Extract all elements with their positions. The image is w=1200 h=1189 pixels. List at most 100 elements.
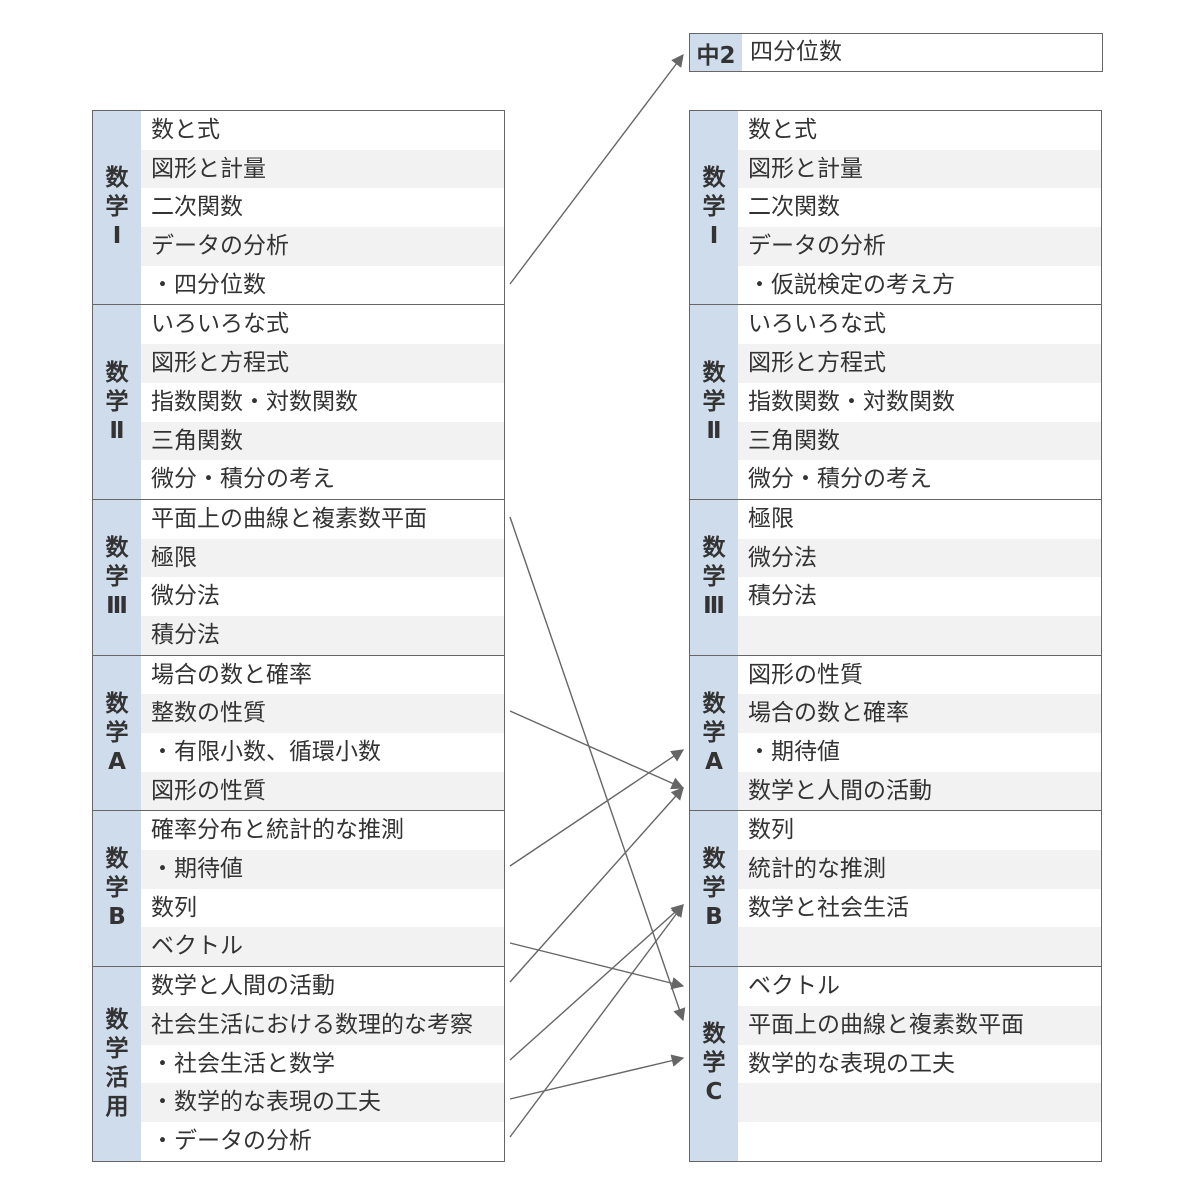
topic-row: 二次関数 bbox=[748, 194, 840, 221]
subject-label-char: 数 bbox=[702, 359, 726, 386]
subject-label-char: 数 bbox=[702, 1021, 726, 1048]
topic-row: 三角関数 bbox=[141, 421, 504, 461]
subject-label-char: 学 bbox=[105, 563, 129, 590]
topic-row: 数と式 bbox=[748, 117, 817, 143]
arrow-complex-plane-to-math-c bbox=[509, 516, 686, 1022]
topic-row: 整数の性質 bbox=[141, 694, 504, 733]
topic-row: 場合の数と確率 bbox=[151, 661, 312, 688]
grade-tag: 中2 bbox=[690, 34, 742, 71]
topic-row: 数学と人間の活動 bbox=[738, 771, 1101, 811]
subject-label-char: 活 bbox=[105, 1064, 129, 1091]
topic-row bbox=[738, 1083, 1101, 1122]
subject-label-char: 数 bbox=[105, 534, 129, 561]
topic-row: 統計的な推測 bbox=[738, 850, 1101, 889]
topic-row: ・期待値 bbox=[748, 739, 840, 765]
subject-label-char: Ⅲ bbox=[106, 592, 128, 619]
topic-row: 極限 bbox=[141, 538, 504, 578]
junior-high-box: 中2 四分位数 bbox=[689, 33, 1103, 72]
topic-row: 数学的な表現の工夫 bbox=[748, 1050, 955, 1077]
arrow-vector-to-math-c bbox=[509, 942, 685, 990]
quartile-topic: 四分位数 bbox=[750, 39, 842, 65]
topic-row: 数学と社会生活 bbox=[748, 894, 909, 921]
arrow-expression-to-math-c bbox=[509, 1054, 685, 1100]
subject-label-char: 学 bbox=[105, 388, 129, 415]
subject-label-char: 学 bbox=[702, 719, 726, 746]
subject-label-char: 数 bbox=[105, 1006, 129, 1033]
subject-label-char: 学 bbox=[105, 719, 129, 746]
subject-label-char: Ⅱ bbox=[109, 417, 125, 444]
topic-row: 図形の性質 bbox=[748, 661, 863, 688]
topic-row: 微分・積分の考え bbox=[151, 466, 335, 493]
subject-label-char: 学 bbox=[105, 194, 129, 221]
subject-label-char: Ⅲ bbox=[703, 592, 725, 619]
topic-row: 積分法 bbox=[748, 583, 817, 610]
subject-label-char: B bbox=[705, 904, 723, 931]
subject-label-char: 数 bbox=[105, 690, 129, 717]
left-subject-5: 数学活用数学と人間の活動社会生活における数理的な考察・社会生活と数学・数学的な表… bbox=[93, 966, 504, 1161]
arrow-integer-properties-to-math-a bbox=[509, 710, 685, 790]
subject-label-char: A bbox=[108, 748, 126, 775]
topic-row: 平面上の曲線と複素数平面 bbox=[738, 1005, 1101, 1045]
subject-label-char: 数 bbox=[702, 165, 726, 192]
topic-row: 社会生活における数理的な考察 bbox=[141, 1005, 504, 1045]
subject-label-char: 数 bbox=[105, 846, 129, 873]
subject-label: 数学活用 bbox=[93, 967, 141, 1161]
topic-row: ・有限小数、循環小数 bbox=[151, 739, 381, 765]
topic-row: いろいろな式 bbox=[748, 311, 886, 338]
topic-row bbox=[738, 1122, 1101, 1161]
topic-row: 指数関数・対数関数 bbox=[151, 388, 358, 415]
subject-label-char: C bbox=[705, 1079, 723, 1106]
topic-row: 図形と計量 bbox=[141, 149, 504, 189]
topic-row: 微分法 bbox=[151, 583, 220, 610]
subject-label-char: A bbox=[705, 748, 723, 775]
topic-row bbox=[738, 927, 1101, 967]
subject-label-char: 学 bbox=[105, 1035, 129, 1062]
topic-row: ・データの分析 bbox=[151, 1127, 312, 1154]
topic-row: データの分析 bbox=[738, 227, 1101, 266]
arrow-social-life-to-math-b bbox=[509, 904, 684, 1061]
topic-row: ・四分位数 bbox=[151, 271, 266, 298]
topic-row: 極限 bbox=[748, 505, 794, 532]
subject-label-char: 数 bbox=[702, 534, 726, 561]
arrow-quartile-to-junior-high bbox=[509, 53, 684, 285]
topic-row: ・社会生活と数学 bbox=[151, 1050, 335, 1077]
topic-row: 二次関数 bbox=[151, 194, 243, 221]
topic-row: 確率分布と統計的な推測 bbox=[151, 817, 404, 844]
topic-row: 図形と方程式 bbox=[141, 344, 504, 383]
subject-label-char: Ⅰ bbox=[709, 223, 719, 250]
subject-label-char: Ⅱ bbox=[706, 417, 722, 444]
topic-row: データの分析 bbox=[141, 227, 504, 266]
subject-label-char: 数 bbox=[105, 359, 129, 386]
subject-label-char: 学 bbox=[702, 1050, 726, 1077]
topic-row: 積分法 bbox=[141, 615, 504, 655]
topic-row: ・期待値 bbox=[141, 850, 504, 889]
subject-label-char: 学 bbox=[702, 194, 726, 221]
topic-row: 数と式 bbox=[151, 117, 220, 143]
subject-label-char: 数 bbox=[702, 690, 726, 717]
topic-row: 数列 bbox=[748, 817, 794, 844]
subject-label-char: B bbox=[108, 904, 126, 931]
topic-row: 数学と人間の活動 bbox=[151, 973, 335, 1000]
topic-row: ベクトル bbox=[748, 973, 840, 1000]
topic-row: 三角関数 bbox=[738, 421, 1101, 461]
subject-label-char: 学 bbox=[105, 875, 129, 902]
